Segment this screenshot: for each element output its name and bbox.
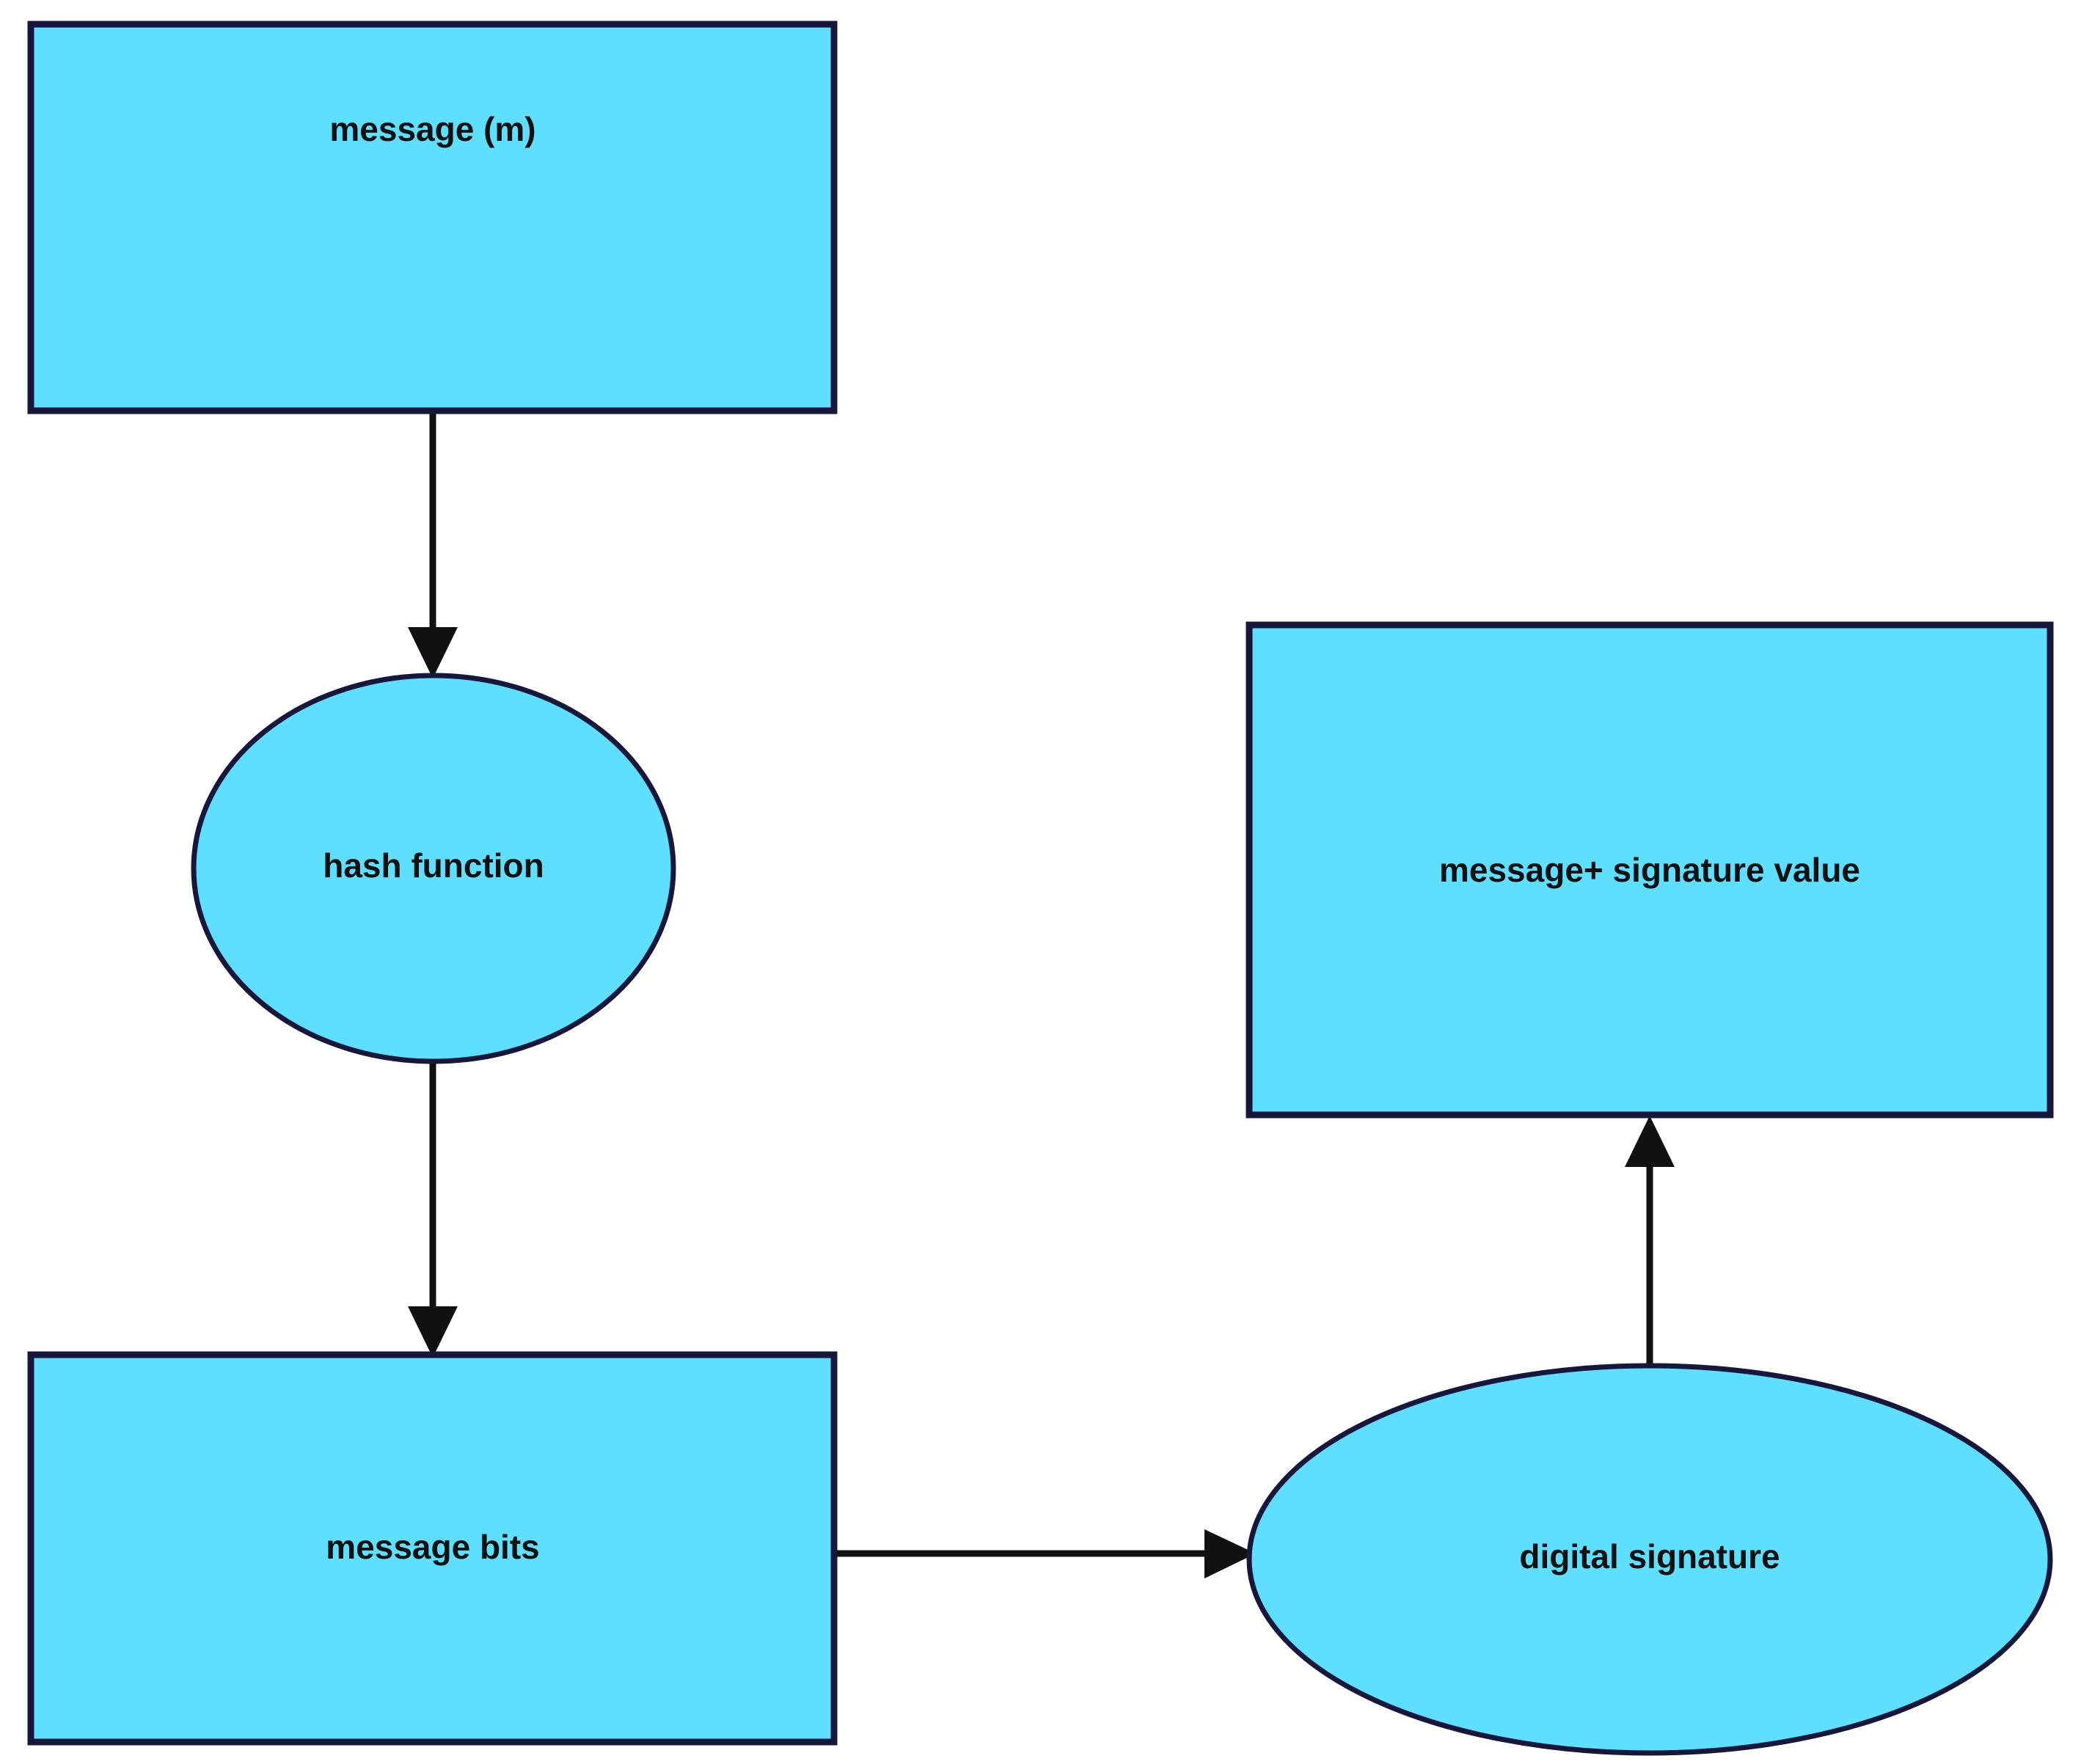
node-digital-signature[interactable]: digital signature xyxy=(1246,1363,2053,1756)
message-box-label: message (m) xyxy=(329,110,535,148)
message-signature-value-box-shape[interactable] xyxy=(1246,621,2054,1119)
digital-signature-ellipse-shape[interactable] xyxy=(1246,1363,2053,1756)
node-message-signature-value[interactable]: message+ signature value xyxy=(1246,621,2054,1119)
node-message[interactable]: message (m) xyxy=(27,21,838,414)
edge-message-bits-to-digital-signature xyxy=(834,1529,1256,1578)
message-bits-box-shape[interactable] xyxy=(27,1351,838,1746)
node-message-bits[interactable]: message bits xyxy=(27,1351,838,1746)
edge-hash-function-to-message-bits xyxy=(408,1062,458,1358)
arrowhead-down-icon xyxy=(408,627,458,678)
message-box-shape[interactable] xyxy=(27,21,838,414)
edge-digital-signature-to-message-signature-value xyxy=(1625,1116,1675,1379)
message-bits-label: message bits xyxy=(326,1528,539,1566)
node-hash-function[interactable]: hash function xyxy=(191,673,676,1064)
hash-function-ellipse-shape[interactable] xyxy=(191,673,676,1064)
arrowhead-down-icon xyxy=(408,1306,458,1358)
arrowhead-right-icon xyxy=(1204,1529,1256,1578)
message-signature-value-label: message+ signature value xyxy=(1439,851,1860,889)
edge-message-to-hash-function xyxy=(408,411,458,678)
hash-function-label: hash function xyxy=(323,846,544,885)
arrowhead-up-icon xyxy=(1625,1116,1675,1167)
digital-signature-label: digital signature xyxy=(1519,1537,1780,1575)
